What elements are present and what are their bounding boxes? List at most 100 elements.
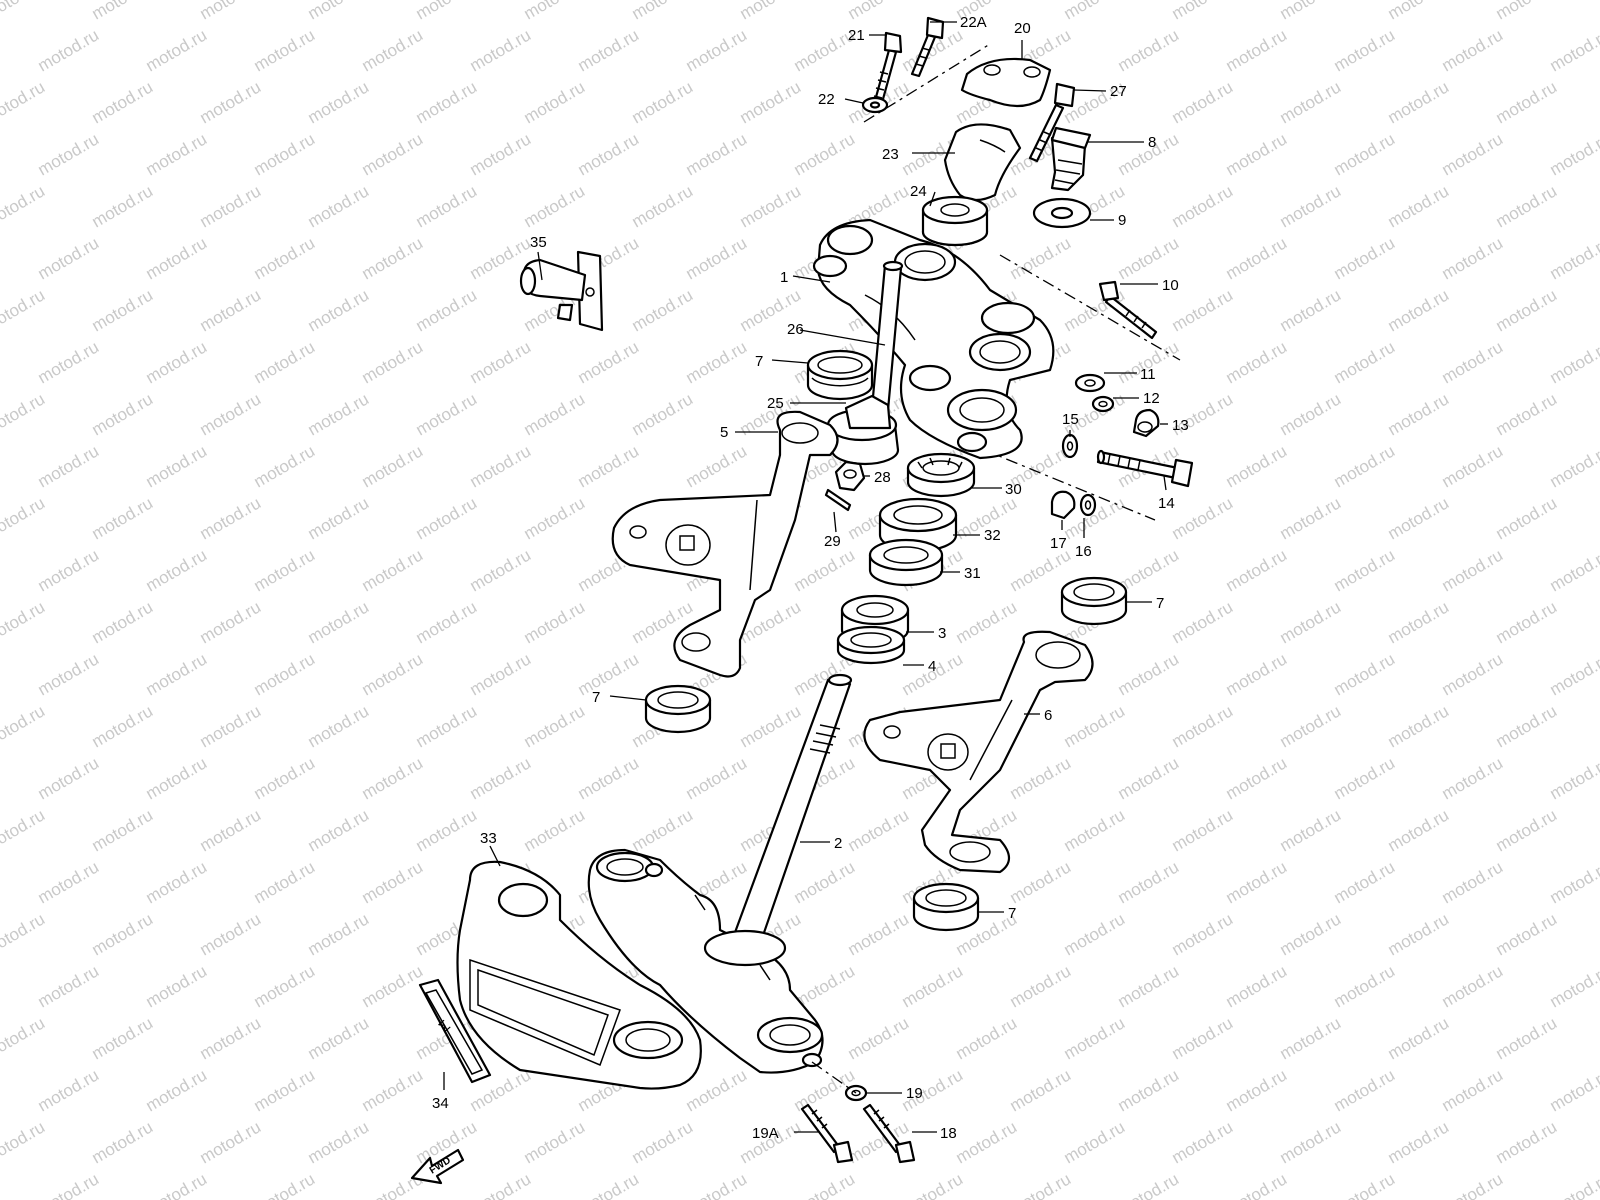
callout-4: 4 [928,658,936,675]
washer-22 [861,96,889,114]
watermark-text: motod.ru [1493,181,1561,231]
watermark-text: motod.ru [1115,857,1183,907]
callout-32: 32 [984,527,1001,544]
watermark-text: motod.ru [1439,233,1507,283]
watermark-text: motod.ru [305,1013,373,1063]
watermark-text: motod.ru [305,389,373,439]
watermark-text: motod.ru [1331,129,1399,179]
watermark-text: motod.ru [1007,961,1075,1011]
lower-bracket-33 [456,860,702,1090]
bolt-22a [910,16,945,78]
watermark-text: motod.ru [413,285,481,335]
watermark-text: motod.ru [251,857,319,907]
callout-14: 14 [1158,495,1175,512]
watermark-text: motod.ru [1547,337,1600,387]
watermark-text: motod.ru [1439,545,1507,595]
callout-2: 2 [834,835,842,852]
watermark-text: motod.ru [629,285,697,335]
watermark-text: motod.ru [251,1065,319,1115]
watermark-text: motod.ru [683,233,751,283]
ignition-switch-35 [519,250,604,332]
watermark-text: motod.ru [1061,0,1129,23]
watermark-text: motod.ru [143,337,211,387]
watermark-text: motod.ru [791,545,859,595]
watermark-text: motod.ru [1547,233,1600,283]
callout-12: 12 [1143,390,1160,407]
watermark-text: motod.ru [521,1117,589,1167]
watermark-text: motod.ru [1007,1065,1075,1115]
watermark-text: motod.ru [1115,25,1183,75]
watermark-text: motod.ru [197,181,265,231]
watermark-text: motod.ru [1169,181,1237,231]
watermark-text: motod.ru [1223,129,1291,179]
watermark-text: motod.ru [35,1065,103,1115]
watermark-text: motod.ru [1115,1169,1183,1200]
watermark-text: motod.ru [1169,493,1237,543]
callout-28: 28 [874,469,891,486]
watermark-text: motod.ru [89,285,157,335]
watermark-text: motod.ru [89,805,157,855]
watermark-text: motod.ru [575,25,643,75]
watermark-text: motod.ru [1277,805,1345,855]
watermark-text: motod.ru [1547,961,1600,1011]
watermark-text: motod.ru [1331,649,1399,699]
watermark-text: motod.ru [143,961,211,1011]
callout-31: 31 [964,565,981,582]
watermark-text: motod.ru [629,1117,697,1167]
watermark-text: motod.ru [1439,649,1507,699]
nut-28 [834,460,866,492]
callout-7-right-upper: 7 [1156,595,1164,612]
watermark-text: motod.ru [521,389,589,439]
watermark-text: motod.ru [0,389,48,439]
watermark-text: motod.ru [467,545,535,595]
watermark-text: motod.ru [89,909,157,959]
watermark-text: motod.ru [1385,493,1453,543]
callout-labels: 21 22A 20 22 27 8 23 24 9 35 1 10 26 7 1… [432,14,1189,1142]
watermark-text: motod.ru [197,389,265,439]
watermark-text: motod.ru [305,909,373,959]
watermark-text: motod.ru [0,285,48,335]
watermark-text: motod.ru [1169,0,1237,23]
cap-nut-13 [1132,408,1160,438]
watermark-text: motod.ru [1331,233,1399,283]
watermark-text: motod.ru [1115,649,1183,699]
watermark-text: motod.ru [1331,1169,1399,1200]
watermark-text: motod.ru [35,337,103,387]
callout-8: 8 [1148,134,1156,151]
watermark-text: motod.ru [1007,857,1075,907]
watermark-text: motod.ru [629,0,697,23]
watermark-text: motod.ru [1439,1169,1507,1200]
watermark-text: motod.ru [35,961,103,1011]
watermark-text: motod.ru [35,233,103,283]
watermark-text: motod.ru [467,1169,535,1200]
washer-9 [1032,197,1092,229]
watermark-text: motod.ru [197,805,265,855]
cushion-24 [921,195,989,247]
watermark-text: motod.ru [35,25,103,75]
steering-stem-2 [587,673,853,1074]
upper-bracket-1 [812,218,1055,460]
watermark-text: motod.ru [413,0,481,23]
watermark-text: motod.ru [359,649,427,699]
watermark-text: motod.ru [197,1117,265,1167]
watermark-text: motod.ru [737,0,805,23]
watermark-text: motod.ru [1277,493,1345,543]
stem-nut-30 [906,452,976,498]
watermark-text: motod.ru [0,597,48,647]
watermark-text: motod.ru [953,1117,1021,1167]
watermark-text: motod.ru [575,441,643,491]
watermark-text: motod.ru [89,701,157,751]
watermark-text: motod.ru [737,181,805,231]
watermark-text: motod.ru [1493,77,1561,127]
watermark-text: motod.ru [1061,701,1129,751]
watermark-text: motod.ru [1331,857,1399,907]
watermark-text: motod.ru [0,1117,48,1167]
watermark-text: motod.ru [1223,1169,1291,1200]
watermark-text: motod.ru [359,545,427,595]
watermark-text: motod.ru [737,701,805,751]
watermark-text: motod.ru [1007,233,1075,283]
watermark-text: motod.ru [0,805,48,855]
watermark-text: motod.ru [197,77,265,127]
watermark-text: motod.ru [521,701,589,751]
watermark-text: motod.ru [1277,1013,1345,1063]
